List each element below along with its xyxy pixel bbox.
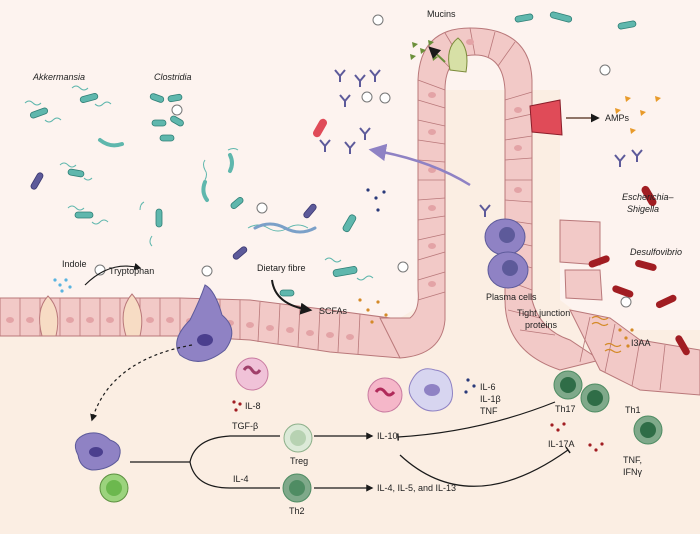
th2-cell	[282, 473, 312, 503]
label-ifng: IFNγ	[623, 467, 642, 477]
label-dietary-fibre: Dietary fibre	[257, 263, 306, 273]
plasma-cells	[484, 218, 529, 289]
label-amps: AMPs	[605, 113, 630, 123]
amps-secretion	[615, 96, 661, 134]
villus	[379, 27, 602, 371]
treg-cell	[283, 423, 313, 453]
mucin-arrow	[428, 46, 446, 63]
th17-cell	[553, 370, 583, 400]
label-proteins: proteins	[525, 320, 558, 330]
label-tight-junction: Tight junction	[517, 308, 570, 318]
commensal-bacteria	[29, 11, 637, 297]
th17-cell-2	[580, 383, 610, 413]
plasma-cell-igA-arrow	[368, 143, 471, 187]
label-th1: Th1	[625, 405, 641, 415]
epithelium-right	[559, 219, 700, 396]
neutrophil-il8	[235, 357, 269, 391]
label-th17: Th17	[555, 404, 576, 414]
label-mucins: Mucins	[427, 9, 456, 19]
label-clostridia: Clostridia	[154, 72, 192, 82]
label-tgfb: TGF-β	[232, 421, 258, 431]
neutrophil	[367, 377, 403, 413]
tight-junctions	[591, 315, 622, 354]
label-indole: Indole	[62, 259, 87, 269]
label-il17a: IL-17A	[548, 439, 575, 449]
th1-cell	[633, 415, 663, 445]
label-desulfovibrio: Desulfovibrio	[630, 247, 682, 257]
label-il10: IL-10	[377, 431, 398, 441]
dendritic-cell-upper	[176, 284, 233, 362]
metabolite-particles	[94, 14, 632, 308]
label-treg: Treg	[290, 456, 308, 466]
antibodies	[319, 69, 643, 217]
label-tnf: TNF	[480, 406, 498, 416]
macrophage	[408, 368, 453, 412]
label-i3aa: I3AA	[631, 338, 651, 348]
label-il6: IL-6	[480, 382, 496, 392]
label-il4-il5-il13: IL-4, IL-5, and IL-13	[377, 483, 456, 493]
label-il4: IL-4	[233, 474, 249, 484]
label-il8: IL-8	[245, 401, 261, 411]
label-shigella: Shigella	[627, 204, 659, 214]
dendritic-cell-lower	[74, 432, 129, 503]
indole-particles	[53, 278, 72, 293]
scfa-particles	[358, 298, 388, 324]
label-tryptophan: Tryptophan	[109, 266, 154, 276]
label-scfas: SCFAs	[319, 306, 348, 316]
label-escherichia: Escherichia–	[622, 192, 675, 202]
i3aa-particles	[618, 328, 634, 348]
label-th2: Th2	[289, 506, 305, 516]
label-tnf-ifng-tnf: TNF,	[623, 455, 642, 465]
pathogenic-bacteria	[588, 185, 690, 356]
label-plasma-cells: Plasma cells	[486, 292, 537, 302]
label-akkermansia: Akkermansia	[32, 72, 85, 82]
label-il1b: IL-1β	[480, 394, 501, 404]
bacteria-flagella	[24, 85, 374, 281]
flow-arrows	[84, 263, 571, 492]
